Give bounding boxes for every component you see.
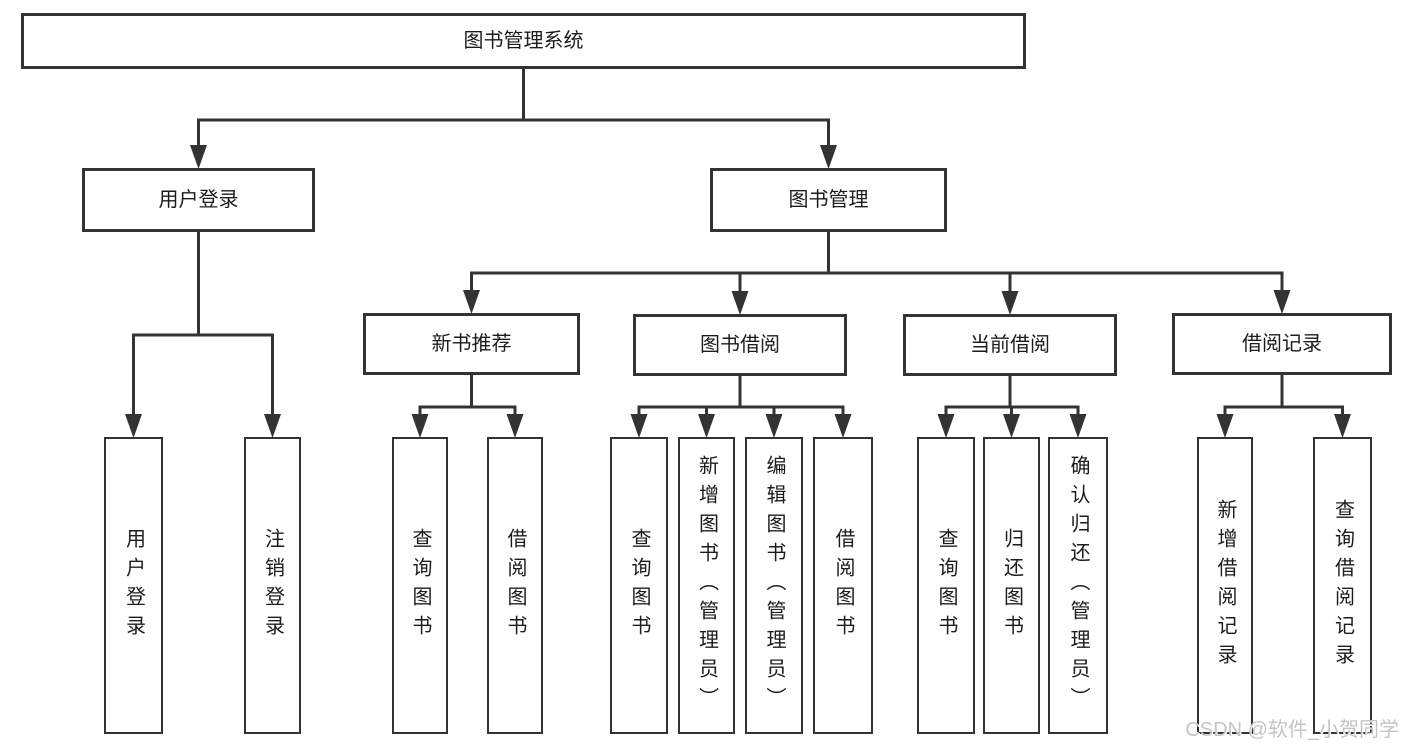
diagram-node-current-3: 确认归还（管理员） bbox=[1048, 437, 1108, 734]
diagram-node-label-rec-1: 查询图书 bbox=[409, 527, 431, 644]
diagram-node-borrow: 图书借阅 bbox=[633, 314, 847, 376]
diagram-node-label-rec-2: 借阅图书 bbox=[504, 527, 526, 644]
diagram-node-login: 用户登录 bbox=[82, 168, 315, 232]
diagram-node-rec-1: 查询图书 bbox=[392, 437, 448, 734]
diagram-node-label-borrow: 图书借阅 bbox=[700, 334, 780, 356]
diagram-node-label-login: 用户登录 bbox=[158, 189, 239, 211]
diagram-node-current-1: 查询图书 bbox=[917, 437, 975, 734]
diagram-node-borrow-4: 借阅图书 bbox=[813, 437, 873, 734]
diagram-node-records: 借阅记录 bbox=[1172, 313, 1392, 375]
diagram-node-label-rec: 新书推荐 bbox=[431, 333, 512, 355]
diagram-node-label-records-2: 查询借阅记录 bbox=[1331, 498, 1354, 673]
diagram-node-label-login-2: 注销登录 bbox=[261, 527, 284, 644]
diagram-node-label-current-1: 查询图书 bbox=[935, 527, 957, 644]
diagram-node-label-mgmt: 图书管理 bbox=[788, 189, 869, 211]
diagram-node-label-current-3: 确认归还（管理员） bbox=[1067, 455, 1089, 716]
diagram-node-label-borrow-2: 新增图书（管理员） bbox=[695, 455, 718, 716]
diagram-node-rec: 新书推荐 bbox=[363, 313, 580, 375]
diagram-node-records-2: 查询借阅记录 bbox=[1313, 437, 1372, 734]
diagram-node-label-records-1: 新增借阅记录 bbox=[1214, 498, 1236, 673]
diagram-node-borrow-3: 编辑图书（管理员） bbox=[745, 437, 803, 734]
diagram-node-login-1: 用户登录 bbox=[104, 437, 163, 734]
diagram-node-label-borrow-4: 借阅图书 bbox=[832, 527, 854, 644]
diagram-node-records-1: 新增借阅记录 bbox=[1197, 437, 1253, 734]
diagram-node-label-login-1: 用户登录 bbox=[122, 527, 145, 644]
diagram-node-rec-2: 借阅图书 bbox=[487, 437, 543, 734]
diagram-node-login-2: 注销登录 bbox=[244, 437, 301, 734]
diagram-node-label-borrow-1: 查询图书 bbox=[628, 527, 650, 644]
diagram-node-label-records: 借阅记录 bbox=[1242, 333, 1322, 355]
diagram-node-label-current: 当前借阅 bbox=[970, 334, 1050, 356]
diagram-node-label-current-2: 归还图书 bbox=[1000, 527, 1023, 644]
diagram-node-label-borrow-3: 编辑图书（管理员） bbox=[763, 455, 785, 716]
watermark: CSDN @软件_小贺同学 bbox=[1185, 719, 1399, 741]
diagram-node-current: 当前借阅 bbox=[903, 314, 1117, 376]
diagram-node-label-root: 图书管理系统 bbox=[463, 30, 584, 52]
diagram-node-mgmt: 图书管理 bbox=[710, 168, 947, 232]
diagram-node-borrow-2: 新增图书（管理员） bbox=[678, 437, 735, 734]
diagram-node-current-2: 归还图书 bbox=[983, 437, 1040, 734]
diagram-node-root: 图书管理系统 bbox=[21, 13, 1026, 69]
diagram-node-borrow-1: 查询图书 bbox=[610, 437, 668, 734]
